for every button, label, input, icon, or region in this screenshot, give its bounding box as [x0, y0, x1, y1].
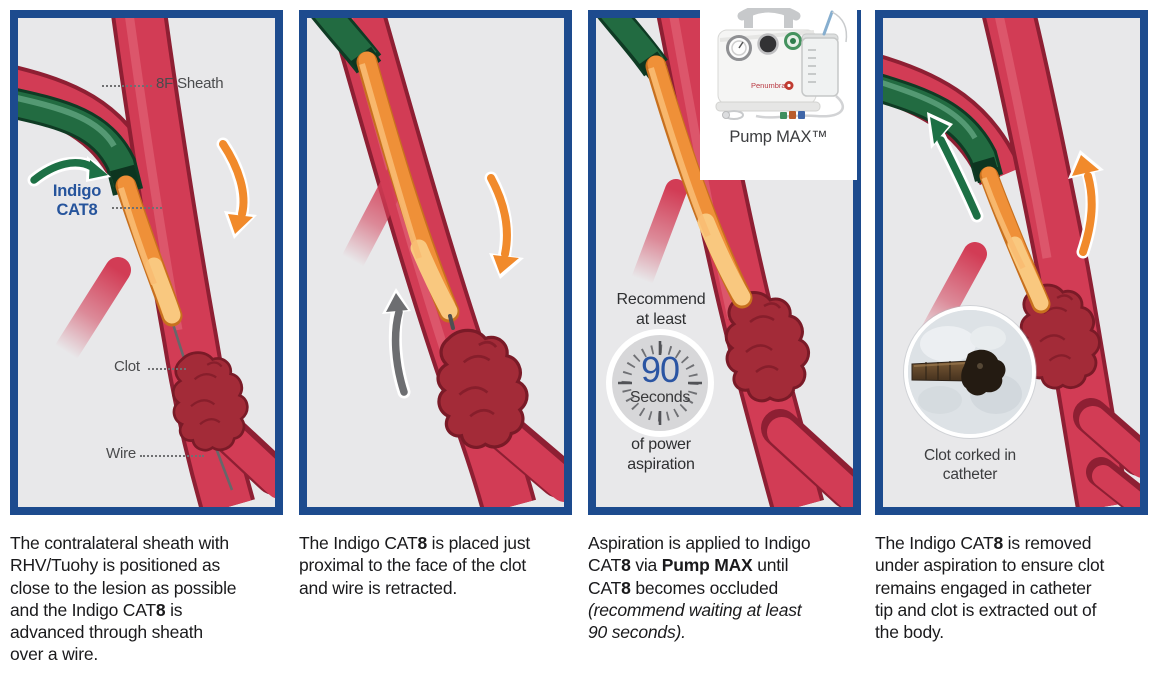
- clot-in-catheter-photo: [908, 310, 1032, 434]
- step-4: Clot corked in catheter The Indigo CAT8 …: [875, 10, 1148, 643]
- indigo-cat8-label: Indigo CAT8: [52, 182, 102, 219]
- dotted-leader: [148, 368, 186, 370]
- recommend-text: Recommend at least: [616, 291, 706, 328]
- pump-max-label: Pump MAX™: [729, 128, 828, 146]
- clot-graphic: [436, 328, 529, 449]
- dotted-leader: [140, 455, 204, 457]
- clot-graphic: [724, 291, 810, 403]
- catheter-graphic: [979, 166, 1051, 314]
- retract-arrow-gray-icon: [382, 288, 411, 399]
- vessel-illustration-step4: [883, 18, 1140, 507]
- catheter-graphic: [645, 55, 753, 309]
- catheter-graphic: [115, 175, 183, 327]
- timer-tick-marks: [618, 341, 702, 425]
- clot-in-catheter-photo-inset: [904, 306, 1036, 438]
- step-3-frame: Penumbra Pump MAX™ Recommend at least: [588, 8, 861, 515]
- vessel-illustration-step1: [18, 18, 275, 507]
- catheter-graphic: [356, 51, 460, 330]
- vessel-illustration-step3: [597, 18, 853, 507]
- sheath-label: 8F Sheath: [156, 75, 224, 92]
- clot-label: Clot: [114, 358, 140, 375]
- step-4-frame: Clot corked in catheter: [875, 10, 1148, 515]
- pump-max-device-icon: Penumbra: [715, 8, 847, 120]
- step-1: 8F Sheath Indigo CAT8 Clot Wire The cont…: [10, 10, 283, 666]
- advance-arrow-orange-icon: [216, 137, 257, 239]
- timer-value: 90: [640, 349, 680, 390]
- withdraw-arrow-orange-icon: [1068, 150, 1104, 259]
- step-3: Penumbra Pump MAX™ Recommend at least: [588, 8, 861, 643]
- advance-arrow-orange-icon: [484, 171, 524, 279]
- pump-brand-text: Penumbra: [751, 81, 786, 90]
- step-2-frame: [299, 10, 572, 515]
- ninety-second-timer-icon: 90 Seconds: [606, 329, 714, 437]
- dotted-leader: [112, 207, 162, 209]
- clot-graphic: [171, 351, 249, 452]
- wire-label: Wire: [106, 445, 137, 462]
- dotted-leader: [102, 85, 152, 87]
- clot-corked-label: Clot corked in catheter: [924, 447, 1016, 483]
- step-1-frame: 8F Sheath Indigo CAT8 Clot Wire: [10, 10, 283, 515]
- withdraw-arrow-green-icon: [927, 112, 984, 223]
- timer-unit: Seconds: [629, 389, 691, 406]
- advance-arrow-green-icon: [27, 156, 111, 187]
- pump-max-product-block: Penumbra Pump MAX™: [700, 8, 857, 180]
- power-aspiration-text: of power aspiration: [627, 436, 695, 473]
- vessel-illustration-step2: [311, 18, 564, 507]
